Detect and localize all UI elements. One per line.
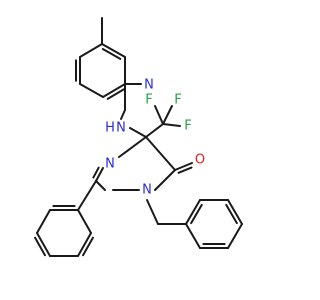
bond-33 — [227, 199, 243, 225]
bond-20 — [145, 136, 176, 171]
bond-16-second-line — [92, 166, 100, 179]
bond-5-second-line — [106, 88, 126, 100]
bond-29 — [146, 199, 159, 225]
bond-12 — [154, 105, 164, 125]
bond-9 — [120, 109, 126, 120]
bond-27-second-line — [82, 236, 94, 257]
molecule-structure: N N H F F F N N O — [34, 17, 243, 257]
atom-o-carbonyl: O — [195, 153, 205, 168]
bond-11 — [145, 123, 164, 138]
bond-2-second-line — [101, 48, 122, 60]
bond-31 — [185, 199, 201, 225]
bond-4 — [79, 83, 104, 98]
bond-13 — [162, 105, 173, 125]
atom-f-top-left: F — [145, 93, 152, 108]
atom-n-pyridine: N — [144, 78, 154, 93]
bond-24 — [36, 209, 51, 234]
atom-n-amine: N — [116, 121, 126, 136]
bond-28 — [77, 209, 92, 234]
bond-2 — [101, 43, 126, 58]
atom-f-top-right: F — [174, 93, 181, 108]
bond-22 — [77, 180, 97, 211]
bond-36 — [185, 223, 201, 249]
bond-5 — [102, 83, 126, 98]
atom-n-amide: N — [142, 183, 152, 198]
atom-f-right: F — [184, 119, 191, 134]
bond-1 — [79, 43, 103, 58]
bond-31-second-line — [190, 203, 203, 225]
atom-n-imine: N — [105, 157, 115, 172]
bond-33-second-line — [225, 203, 238, 225]
bond-16 — [95, 167, 104, 182]
bond-layer — [34, 17, 243, 257]
bond-14 — [162, 123, 181, 127]
bond-15 — [118, 136, 147, 158]
bond-21-second-line — [177, 166, 193, 174]
bond-21 — [174, 162, 193, 171]
atom-label-layer: N N H F F F N N O — [105, 78, 205, 198]
bond-34 — [227, 223, 243, 249]
bond-17 — [95, 180, 106, 191]
bond-25 — [36, 232, 51, 257]
bond-19 — [154, 169, 176, 191]
bond-25-second-line — [34, 236, 46, 257]
bond-10 — [129, 127, 147, 138]
atom-h-amine: H — [105, 121, 115, 136]
bond-27 — [77, 232, 92, 257]
